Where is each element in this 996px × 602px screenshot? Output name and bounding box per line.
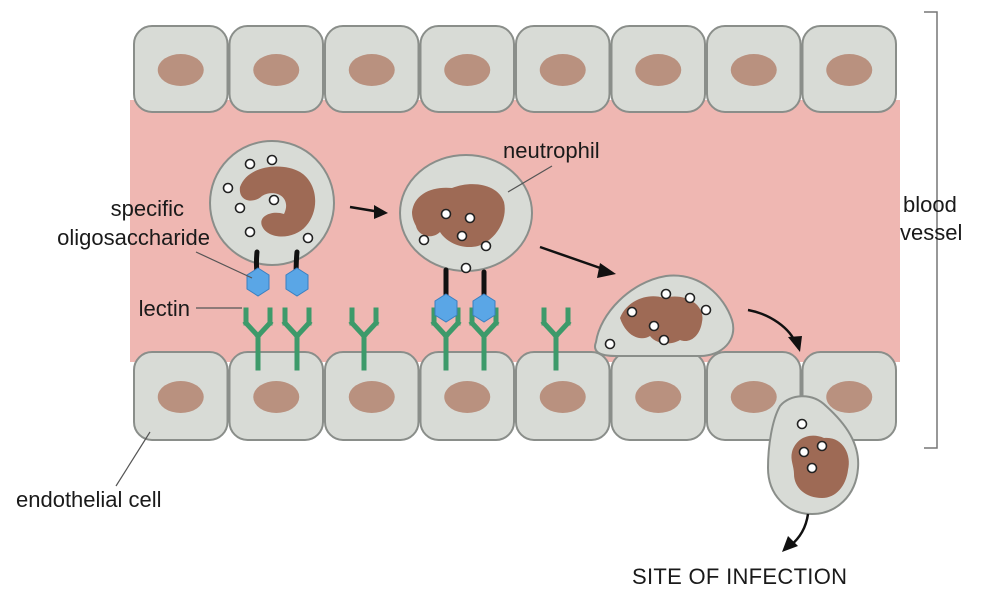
bottom-endothelial-cell	[610, 351, 706, 441]
top-endothelial-cell	[324, 25, 420, 113]
neutrophil-tethered	[209, 140, 335, 266]
cell-nucleus	[730, 381, 777, 413]
top-endothelial-cell	[515, 25, 611, 113]
neutrophil-rolling	[399, 154, 533, 274]
lectin-label: lectin	[139, 296, 190, 321]
bottom-endothelial-cell	[133, 351, 229, 441]
neutrophil-label: neutrophil	[503, 138, 600, 163]
cell-nucleus	[253, 54, 300, 86]
top-endothelial-cell	[706, 25, 802, 113]
cell-nucleus	[157, 381, 204, 413]
top-endothelial-cell	[610, 25, 706, 113]
migration-arrows	[349, 205, 810, 552]
top-endothelial-row	[133, 25, 897, 113]
vessel-bracket	[924, 11, 938, 449]
oligosaccharide-binding	[246, 249, 496, 323]
cell-nucleus	[730, 54, 777, 86]
cell-nucleus	[348, 54, 395, 86]
oligosaccharide-3	[434, 293, 458, 323]
oligosaccharide-2	[285, 267, 309, 297]
top-endothelial-cell	[419, 25, 515, 113]
bottom-endothelial-cell	[515, 351, 611, 441]
neutrophil-extravasated	[766, 395, 860, 516]
top-endothelial-cell	[801, 25, 897, 113]
cell-nucleus	[157, 54, 204, 86]
endothelial-cell-label: endothelial cell	[16, 487, 162, 512]
cell-nucleus	[348, 381, 395, 413]
bottom-endothelial-cell	[228, 351, 324, 441]
cell-nucleus	[826, 381, 873, 413]
top-endothelial-cell	[228, 25, 324, 113]
cell-nucleus	[635, 54, 682, 86]
blood-label: blood	[903, 192, 957, 217]
vessel-label: vessel	[900, 220, 962, 245]
site-of-infection-label: SITE OF INFECTION	[632, 564, 847, 589]
oligosaccharide-4	[472, 293, 496, 323]
bottom-endothelial-cell	[419, 351, 515, 441]
specific-label: specific	[111, 196, 184, 221]
cell-nucleus	[635, 381, 682, 413]
oligosaccharide-label: oligosaccharide	[57, 225, 210, 250]
cell-nucleus	[444, 381, 491, 413]
cell-nucleus	[539, 54, 586, 86]
cell-nucleus	[444, 54, 491, 86]
oligosaccharide-1	[246, 267, 270, 297]
cell-nucleus	[539, 381, 586, 413]
neutrophil-flattening	[594, 274, 735, 357]
top-endothelial-cell	[133, 25, 229, 113]
leader-lines	[115, 165, 553, 487]
cell-nucleus	[826, 54, 873, 86]
bottom-endothelial-row	[133, 351, 897, 441]
cell-nucleus	[253, 381, 300, 413]
bottom-endothelial-cell	[324, 351, 420, 441]
